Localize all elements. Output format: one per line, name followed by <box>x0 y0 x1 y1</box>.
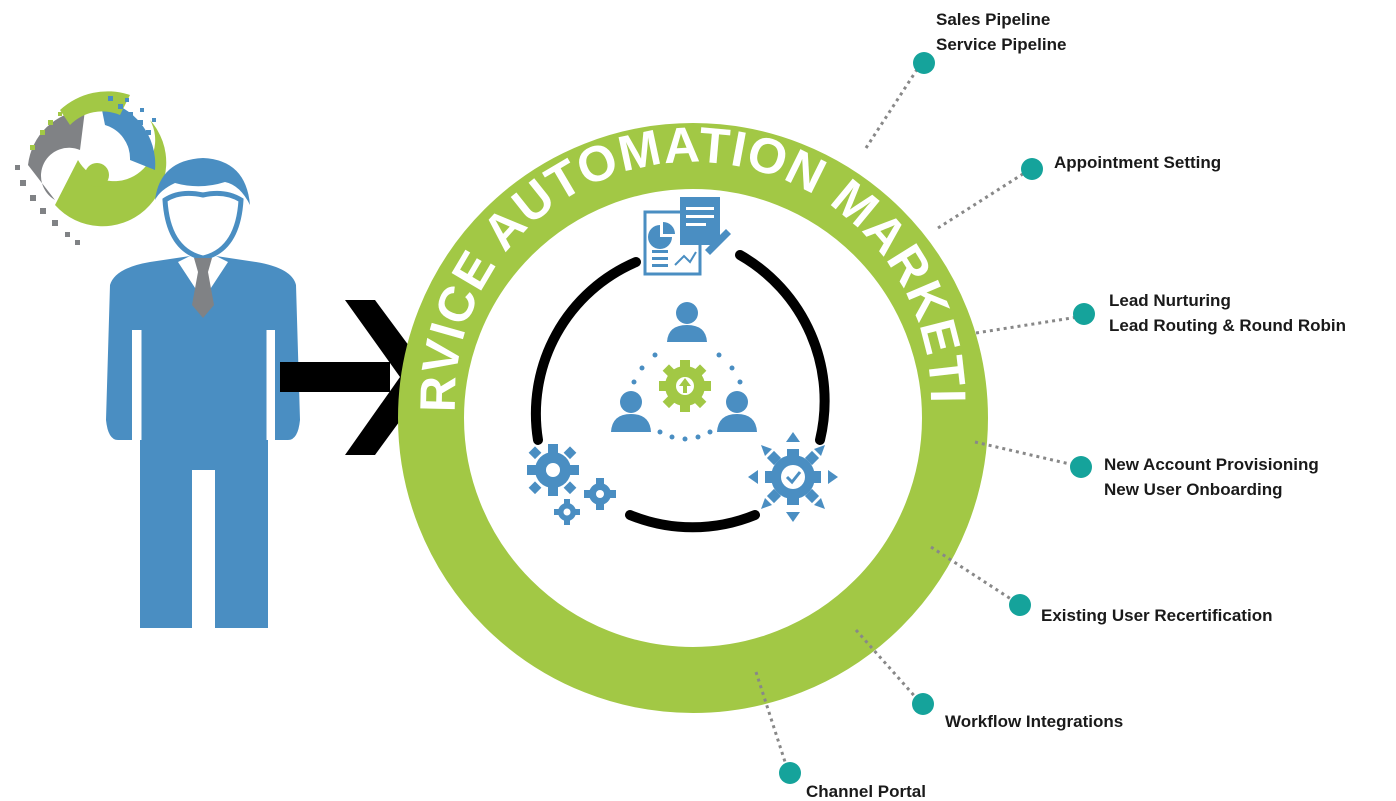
callout-label: Sales Pipeline <box>936 10 1050 29</box>
callout-label: Service Pipeline <box>936 35 1066 54</box>
automation-ring <box>398 123 988 713</box>
callout-dot <box>1009 594 1031 616</box>
callout-dot <box>1073 303 1095 325</box>
callout-dot <box>779 762 801 784</box>
cycle-arcs <box>530 250 830 533</box>
team-gear-icon <box>611 302 757 442</box>
callout-label: Lead Routing & Round Robin <box>1109 316 1346 335</box>
brand-logo-icon <box>15 91 167 245</box>
callout-label: New Account Provisioning <box>1104 455 1319 474</box>
businessman-icon <box>106 158 300 628</box>
report-chart-icon <box>643 197 731 276</box>
callout-label: New User Onboarding <box>1104 480 1283 499</box>
callout-dot <box>1070 456 1092 478</box>
callout-dot <box>913 52 935 74</box>
process-check-icon <box>748 432 838 522</box>
gears-icon <box>527 444 616 525</box>
callout-dot <box>912 693 934 715</box>
callout-dot <box>1021 158 1043 180</box>
callout-label: Lead Nurturing <box>1109 291 1231 310</box>
callout-label: Channel Portal <box>806 782 926 801</box>
callout-label: Workflow Integrations <box>945 712 1123 731</box>
callout-label: Appointment Setting <box>1054 153 1221 172</box>
callout-connectors <box>754 67 1079 769</box>
callout-label: Existing User Recertification <box>1041 606 1272 625</box>
